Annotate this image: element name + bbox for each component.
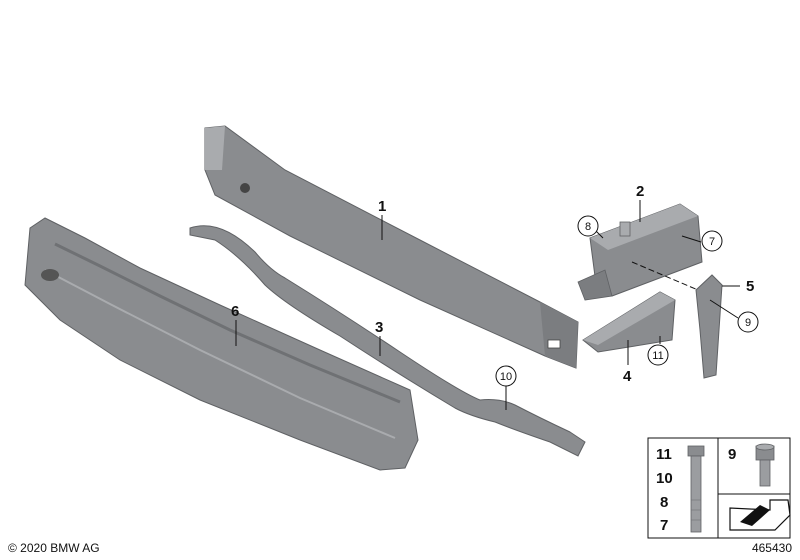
arrow-marker-icon (729, 499, 791, 531)
callout-circle-11: 11 (647, 344, 669, 366)
part-bracket-2 (577, 203, 703, 301)
callout-1: 1 (378, 198, 386, 215)
legend-number-11: 11 (656, 446, 672, 463)
callout-11: 11 (652, 350, 663, 362)
callout-circle-7: 7 (701, 230, 723, 252)
copyright-text: © 2020 BMW AG (8, 541, 100, 555)
callout-6: 6 (231, 303, 239, 320)
callout-7: 7 (709, 236, 715, 248)
fastener-legend: 11 10 8 7 9 (647, 437, 791, 539)
part-bracket-4 (582, 291, 676, 353)
leader-lines (235, 200, 740, 410)
legend-number-10: 10 (656, 470, 673, 487)
callout-8: 8 (585, 221, 591, 233)
callout-circle-10: 10 (495, 365, 517, 387)
callout-2: 2 (636, 183, 644, 200)
part-bumper-carrier (204, 125, 579, 369)
part-strut-5 (695, 274, 723, 379)
legend-number-8: 8 (660, 494, 668, 511)
callout-3: 3 (375, 319, 383, 336)
hex-bolt-icon (687, 445, 705, 533)
socket-bolt-icon (755, 443, 775, 487)
callout-9: 9 (745, 317, 751, 329)
callout-circle-9: 9 (737, 311, 759, 333)
part-support-bar (189, 225, 586, 457)
callout-10: 10 (500, 371, 512, 383)
diagram-id: 465430 (751, 541, 792, 555)
part-deformation-element (24, 217, 419, 471)
legend-number-9: 9 (728, 446, 736, 463)
callout-4: 4 (623, 368, 632, 385)
callout-circle-8: 8 (577, 215, 599, 237)
callout-5: 5 (746, 278, 754, 295)
legend-number-7: 7 (660, 517, 668, 534)
